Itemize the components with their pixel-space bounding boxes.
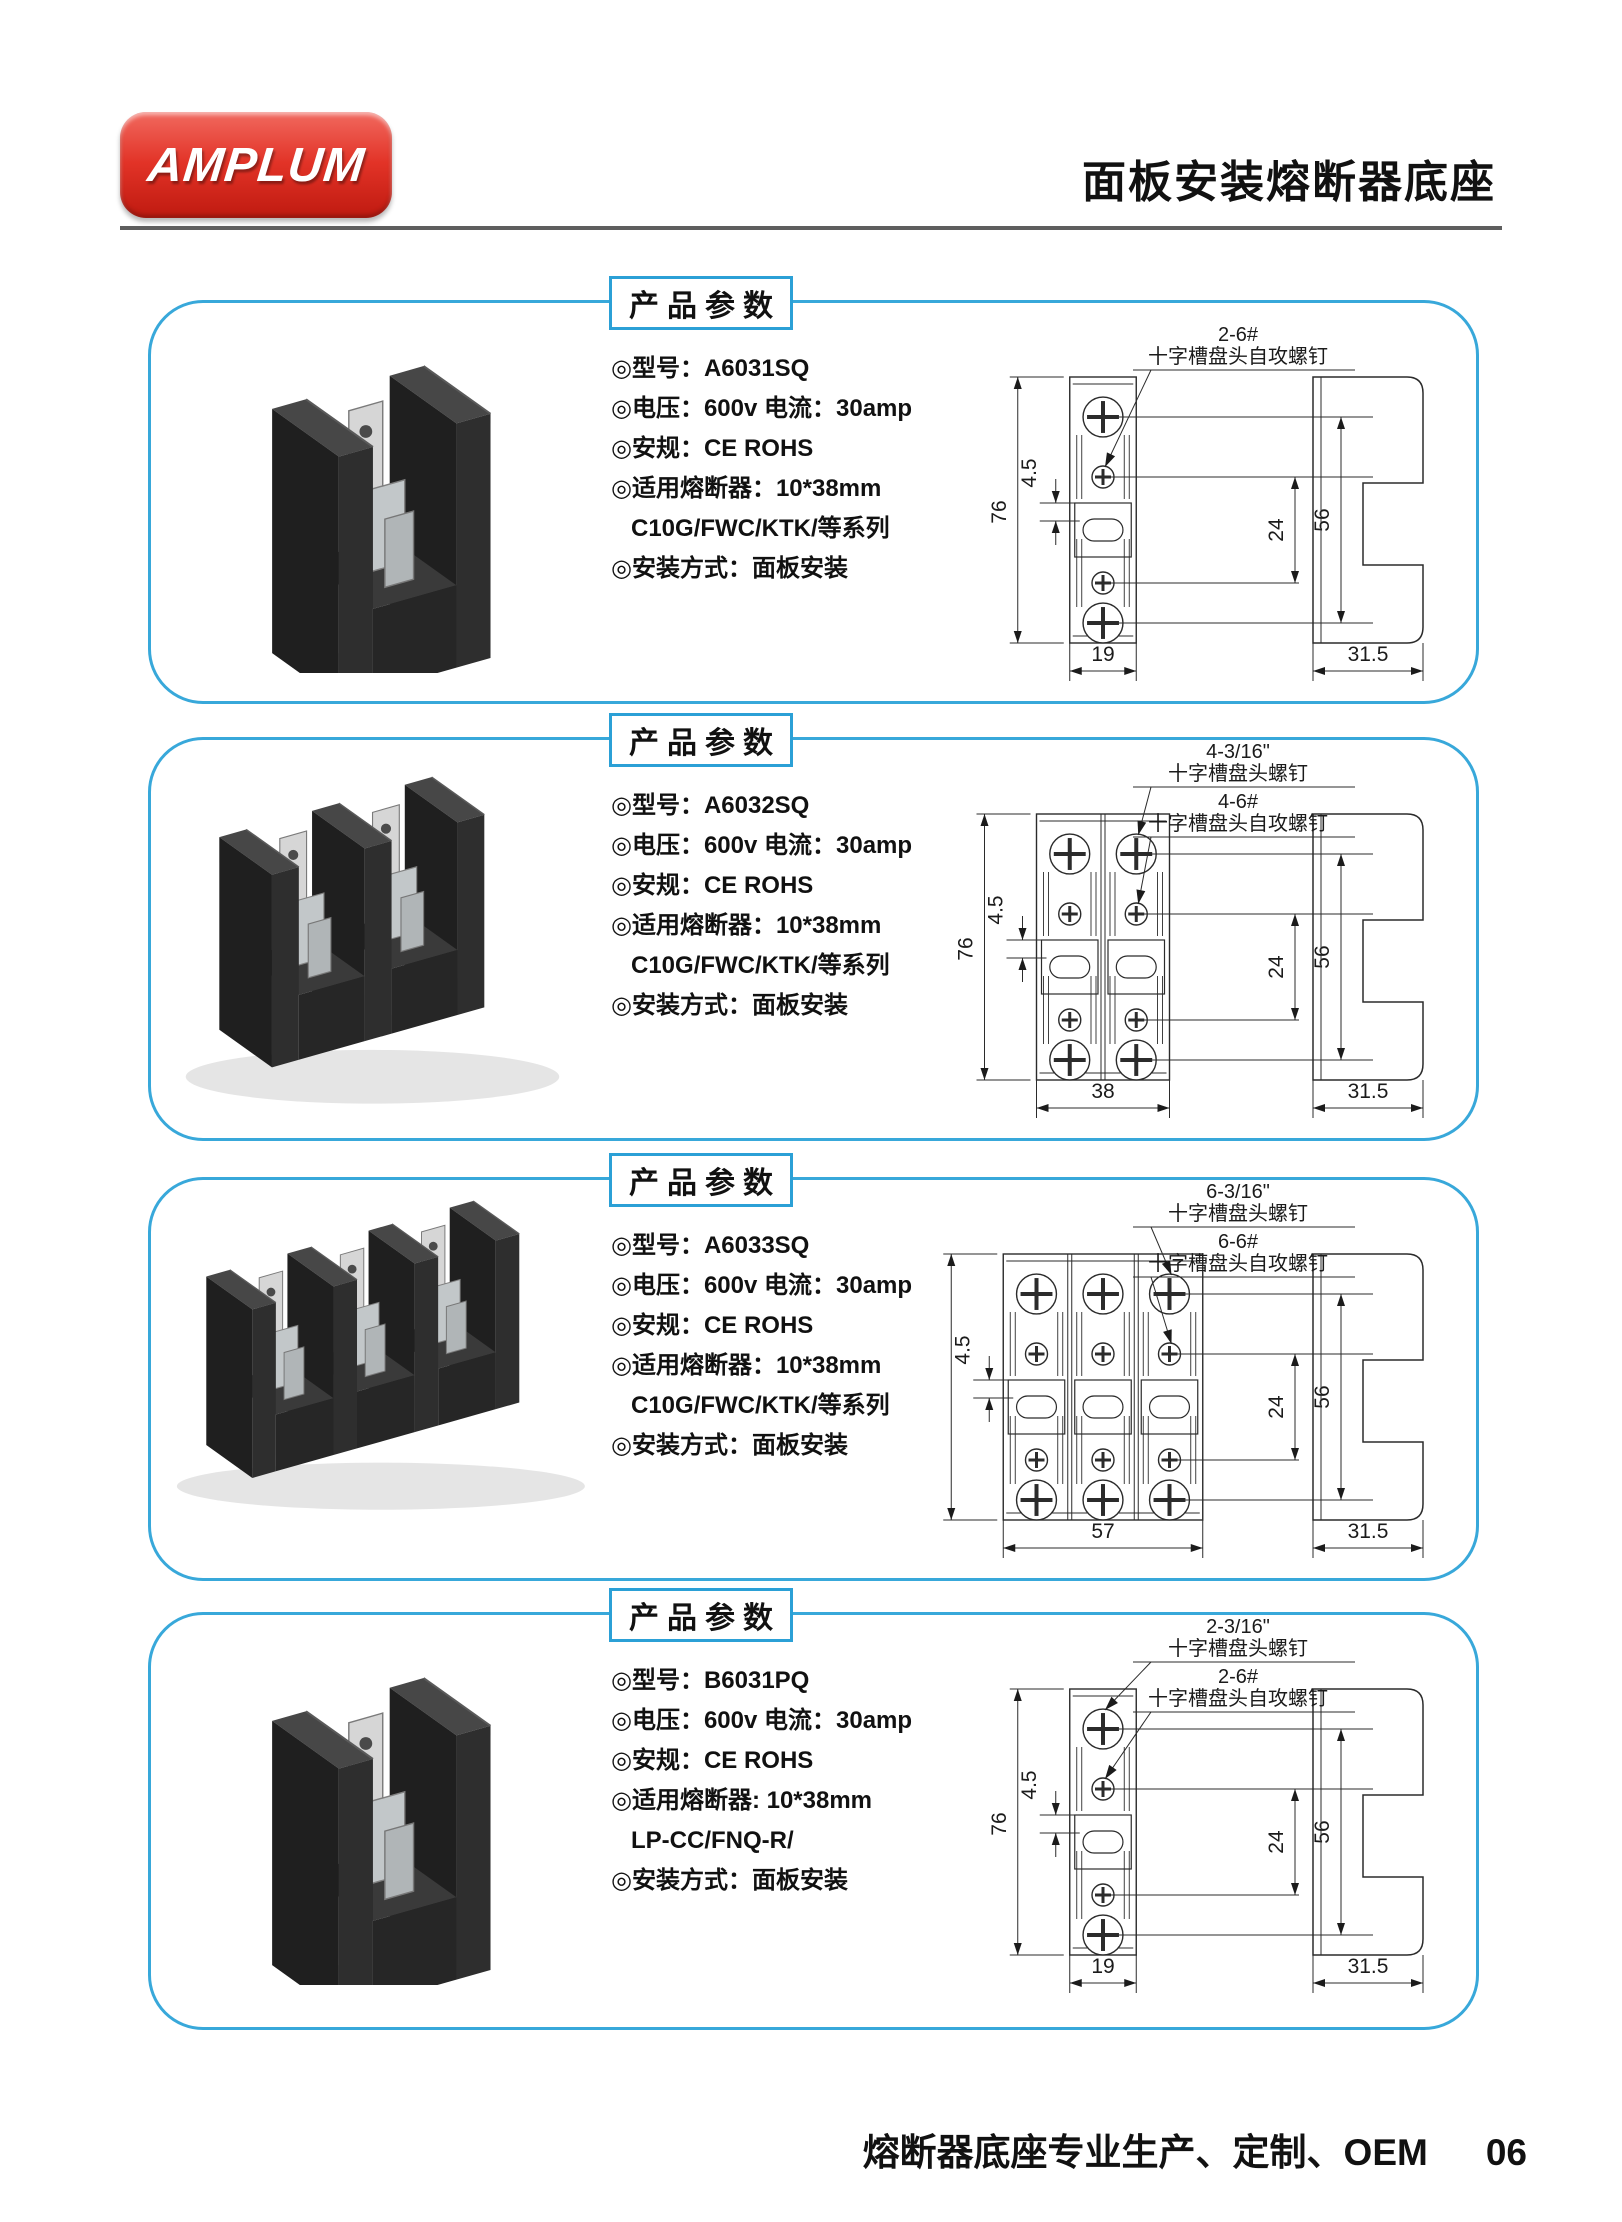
- product-section-3: 产品参数 ◎型号：A6033SQ ◎电压：600v 电流：30amp ◎安规：C…: [148, 1153, 1479, 1581]
- spec-model: ◎型号：A6033SQ: [611, 1232, 810, 1259]
- svg-text:57: 57: [1091, 1520, 1114, 1543]
- svg-text:76: 76: [988, 1812, 1011, 1835]
- svg-text:2-6#: 2-6#: [1218, 1666, 1259, 1688]
- spec-certification: ◎安规：CE ROHS: [611, 1312, 814, 1339]
- product-photo: [185, 776, 560, 1104]
- logo-text: AMPLUM: [144, 138, 368, 192]
- spec-model: ◎型号：B6031PQ: [611, 1667, 810, 1694]
- svg-text:4.5: 4.5: [1018, 458, 1041, 487]
- page-footer: 熔断器底座专业生产、定制、OEM 06: [863, 2122, 1527, 2176]
- product-photo: [272, 365, 492, 673]
- section-heading: 产品参数: [609, 1153, 793, 1207]
- spec-list: ◎型号：A6032SQ ◎电压：600v 电流：30amp ◎安规：CE ROH…: [611, 786, 981, 1026]
- svg-text:4-6#: 4-6#: [1218, 791, 1259, 813]
- svg-text:56: 56: [1311, 1820, 1334, 1843]
- spec-model: ◎型号：A6032SQ: [611, 792, 810, 819]
- spec-list: ◎型号：A6033SQ ◎电压：600v 电流：30amp ◎安规：CE ROH…: [611, 1226, 981, 1466]
- svg-text:38: 38: [1091, 1080, 1114, 1103]
- technical-drawing: 76 4.5 24 56 38 31.5 4-3/16"十字槽盘头螺钉 4-6#十字槽盘头自攻…: [955, 744, 1424, 1118]
- product-section-4: 产品参数 ◎型号：B6031PQ ◎电压：600v 电流：30amp ◎安规：C…: [148, 1588, 1479, 2030]
- svg-text:十字槽盘头自攻螺钉: 十字槽盘头自攻螺钉: [1148, 1687, 1328, 1710]
- spec-fuse-size: ◎适用熔断器：10*38mm: [611, 912, 882, 939]
- svg-text:19: 19: [1091, 643, 1114, 666]
- spec-fuse-series: C10G/FWC/KTK/等系列: [631, 515, 890, 542]
- spec-fuse-size: ◎适用熔断器: 10*38mm: [611, 1787, 873, 1814]
- svg-text:56: 56: [1311, 945, 1334, 968]
- technical-drawing: 76 4.5 24 56 57 31.5 6-3/16"十字槽盘头螺钉 6-6#十字槽盘头自攻…: [943, 1184, 1424, 1558]
- spec-mounting: ◎安装方式：面板安装: [611, 1432, 848, 1459]
- svg-text:十字槽盘头螺钉: 十字槽盘头螺钉: [1168, 762, 1308, 785]
- svg-text:十字槽盘头螺钉: 十字槽盘头螺钉: [1168, 1637, 1308, 1660]
- product-photo: [272, 1677, 492, 1985]
- spec-voltage-current: ◎电压：600v 电流：30amp: [611, 832, 913, 859]
- svg-text:31.5: 31.5: [1348, 643, 1389, 666]
- svg-text:76: 76: [988, 500, 1011, 523]
- header-divider: [120, 226, 1502, 230]
- svg-text:31.5: 31.5: [1348, 1955, 1389, 1978]
- svg-text:24: 24: [1265, 1830, 1288, 1854]
- page-title: 面板安装熔断器底座: [1082, 158, 1496, 207]
- svg-text:4.5: 4.5: [951, 1335, 974, 1364]
- svg-text:2-6#: 2-6#: [1218, 324, 1259, 346]
- svg-text:31.5: 31.5: [1348, 1520, 1389, 1543]
- svg-text:十字槽盘头自攻螺钉: 十字槽盘头自攻螺钉: [1148, 1252, 1328, 1275]
- svg-text:十字槽盘头自攻螺钉: 十字槽盘头自攻螺钉: [1148, 345, 1328, 368]
- section-heading: 产品参数: [609, 1588, 793, 1642]
- product-section-2: 产品参数 ◎型号：A6032SQ ◎电压：600v 电流：30amp ◎安规：C…: [148, 713, 1479, 1141]
- spec-certification: ◎安规：CE ROHS: [611, 1747, 814, 1774]
- svg-text:19: 19: [1091, 1955, 1114, 1978]
- product-photo: [176, 1200, 585, 1510]
- spec-voltage-current: ◎电压：600v 电流：30amp: [611, 1272, 913, 1299]
- spec-voltage-current: ◎电压：600v 电流：30amp: [611, 395, 913, 422]
- product-section-1: 产品参数 ◎型号：A6031SQ ◎电压：600v 电流：30amp ◎安规：C…: [148, 276, 1479, 704]
- spec-certification: ◎安规：CE ROHS: [611, 872, 814, 899]
- svg-text:31.5: 31.5: [1348, 1080, 1389, 1103]
- svg-text:十字槽盘头自攻螺钉: 十字槽盘头自攻螺钉: [1148, 812, 1328, 835]
- svg-text:56: 56: [1311, 508, 1334, 531]
- page-number: 06: [1485, 2132, 1527, 2173]
- section-heading: 产品参数: [609, 713, 793, 767]
- svg-text:2-3/16": 2-3/16": [1206, 1619, 1270, 1638]
- svg-text:4-3/16": 4-3/16": [1206, 744, 1270, 763]
- spec-model: ◎型号：A6031SQ: [611, 355, 810, 382]
- svg-text:76: 76: [955, 937, 978, 960]
- spec-fuse-size: ◎适用熔断器：10*38mm: [611, 475, 882, 502]
- svg-text:十字槽盘头螺钉: 十字槽盘头螺钉: [1168, 1202, 1308, 1225]
- spec-mounting: ◎安装方式：面板安装: [611, 1867, 848, 1894]
- technical-drawing: 76 4.5 24 56 19 31.5 2-6#十字槽盘头自攻螺钉: [988, 324, 1424, 681]
- svg-text:56: 56: [1311, 1385, 1334, 1408]
- svg-text:24: 24: [1265, 955, 1288, 979]
- technical-drawing: 76 4.5 24 56 19 31.5 2-3/16"十字槽盘头螺钉 2-6#十字槽盘头自攻…: [988, 1619, 1424, 1993]
- spec-mounting: ◎安装方式：面板安装: [611, 555, 848, 582]
- svg-text:6-3/16": 6-3/16": [1206, 1184, 1270, 1203]
- svg-text:76: 76: [943, 1377, 944, 1400]
- section-heading: 产品参数: [609, 276, 793, 330]
- footer-tagline: 熔断器底座专业生产、定制、OEM: [862, 2132, 1428, 2173]
- spec-certification: ◎安规：CE ROHS: [611, 435, 814, 462]
- spec-mounting: ◎安装方式：面板安装: [611, 992, 848, 1019]
- spec-fuse-size: ◎适用熔断器：10*38mm: [611, 1352, 882, 1379]
- svg-text:6-6#: 6-6#: [1218, 1231, 1259, 1253]
- spec-list: ◎型号：A6031SQ ◎电压：600v 电流：30amp ◎安规：CE ROH…: [611, 349, 981, 589]
- spec-list: ◎型号：B6031PQ ◎电压：600v 电流：30amp ◎安规：CE ROH…: [611, 1661, 981, 1901]
- spec-fuse-series: C10G/FWC/KTK/等系列: [631, 952, 890, 979]
- svg-text:24: 24: [1265, 518, 1288, 542]
- amplum-logo: AMPLUM: [120, 112, 392, 218]
- svg-text:24: 24: [1265, 1395, 1288, 1419]
- svg-text:4.5: 4.5: [985, 895, 1008, 924]
- svg-text:4.5: 4.5: [1018, 1770, 1041, 1799]
- spec-voltage-current: ◎电压：600v 电流：30amp: [611, 1707, 913, 1734]
- spec-fuse-series: LP-CC/FNQ-R/: [631, 1827, 794, 1854]
- spec-fuse-series: C10G/FWC/KTK/等系列: [631, 1392, 890, 1419]
